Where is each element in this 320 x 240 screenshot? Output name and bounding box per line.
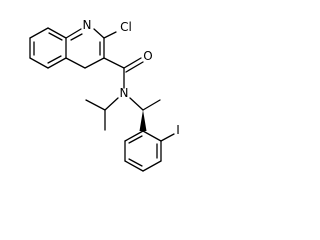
pyridine-ring	[65, 28, 105, 69]
c-cl-bond	[103, 31, 117, 39]
c-i-bond	[160, 133, 175, 142]
molecule-diagram: N Cl O N I	[29, 18, 180, 172]
carbonyl-oxygen-label: O	[143, 49, 152, 63]
wedge-bond	[139, 110, 147, 131]
isopropyl-group	[85, 97, 119, 131]
iodophenyl-ring	[124, 130, 162, 172]
structure-svg: N Cl O N I	[29, 18, 180, 172]
iodine-label: I	[176, 123, 180, 137]
amide-nitrogen-label: N	[120, 86, 129, 100]
ring-nitrogen-label: N	[83, 18, 92, 32]
amide-group	[103, 57, 144, 89]
benzo-ring	[29, 27, 67, 69]
chlorine-label: Cl	[120, 20, 132, 34]
chiral-center	[129, 97, 161, 131]
